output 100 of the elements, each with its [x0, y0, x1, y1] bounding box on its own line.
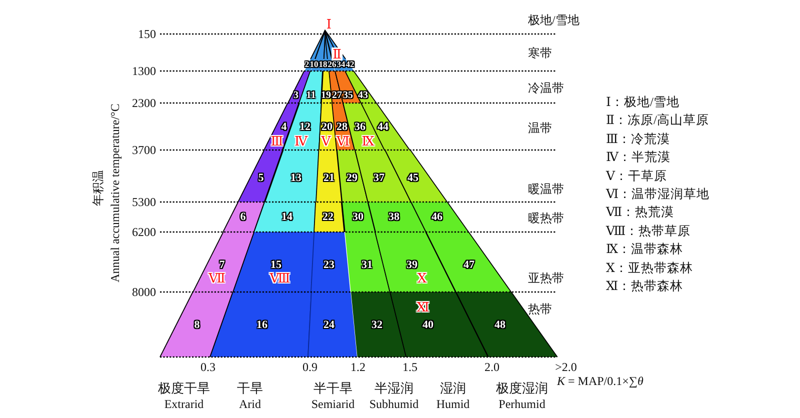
classification-cell: [252, 202, 318, 232]
cell-number: 12: [298, 121, 312, 133]
zone-numeral: Ⅲ: [270, 134, 284, 148]
cell-number: 7: [218, 259, 226, 271]
classification-cell: [344, 71, 378, 103]
cell-number: 3: [292, 90, 300, 100]
axis-tick-label: 1300: [132, 65, 156, 77]
cell-number: 16: [255, 319, 268, 331]
category-label: 湿润: [440, 382, 466, 394]
cell-number: 37: [372, 172, 386, 184]
cell-number: 15: [269, 259, 282, 271]
zone-numeral: Ⅳ: [294, 134, 308, 148]
category-label: Perhumid: [498, 398, 546, 410]
cell-number: 8: [193, 319, 201, 331]
cell-number: 5: [257, 172, 265, 184]
legend-entry: Ⅹ：亚热带森林: [606, 261, 693, 274]
cell-number: 39: [405, 259, 418, 271]
climate-zone-label: 温带: [528, 122, 552, 134]
cell-number: 22: [321, 211, 334, 223]
zone-numeral: Ⅸ: [362, 134, 374, 148]
category-label: Subhumid: [369, 398, 419, 410]
axis-tick-label: 1.5: [402, 361, 418, 373]
cell-number: 4: [280, 121, 288, 133]
category-label: Arid: [239, 398, 261, 410]
axis-tick-label: 0.3: [200, 361, 216, 373]
zone-numeral: Ⅷ: [270, 272, 290, 284]
cell-number: 14: [280, 211, 294, 223]
cell-number: 43: [356, 90, 369, 100]
classification-cell: [237, 150, 284, 202]
axis-title: 年积温: [92, 170, 104, 206]
classification-cell: [313, 202, 346, 232]
climate-zone-label: 极地/雪地: [528, 14, 580, 26]
category-label: 极度湿润: [496, 382, 548, 394]
classification-cell: [307, 292, 358, 357]
cell-number: 35: [342, 90, 354, 100]
category-label: Semiarid: [311, 398, 355, 410]
category-label: 极度干旱: [158, 382, 210, 394]
axis-tick-label: >2.0: [555, 361, 577, 373]
axis-tick-label: 8000: [132, 286, 156, 298]
climate-zone-label: 寒带: [528, 47, 552, 59]
cell-number: 20: [320, 121, 334, 133]
cell-number: 13: [289, 172, 302, 184]
cell-number: 11: [305, 90, 317, 100]
classification-cell: [310, 232, 352, 292]
legend-entry: Ⅷ：热带草原: [606, 224, 691, 238]
cell-number: 38: [387, 211, 400, 223]
axis-title: Annual accumulative temperature/°C: [109, 104, 121, 282]
category-label: 半湿润: [374, 382, 414, 394]
classification-cell: [350, 292, 407, 357]
legend-entry: Ⅸ：温带森林: [606, 242, 684, 256]
legend-entry: Ⅰ：极地/雪地: [606, 96, 680, 108]
legend-entry: Ⅵ：温带湿润草地: [606, 188, 710, 200]
cell-number: 48: [493, 319, 506, 331]
classification-cell: [264, 150, 320, 202]
classification-cell: [159, 292, 234, 357]
climate-zone-label: 亚热带: [528, 272, 564, 284]
zone-numeral: Ⅱ: [332, 48, 342, 60]
cell-number: 31: [360, 259, 374, 271]
climate-zone-label: 暖热带: [528, 212, 564, 224]
category-label: 干旱: [237, 382, 263, 394]
axis-tick-label: 2300: [132, 97, 156, 109]
axis-tick-label: 3700: [132, 144, 156, 156]
legend-entry: Ⅲ：冷荒漠: [606, 132, 670, 146]
cell-number: 6: [239, 211, 247, 223]
axis-tick-label: 1.2: [350, 361, 366, 373]
zone-numeral: Ⅰ: [326, 18, 332, 30]
zone-numeral: Ⅹ: [417, 272, 427, 284]
cell-number: 30: [351, 211, 364, 223]
cell-number: 32: [370, 319, 384, 331]
legend-entry: Ⅴ：干草原: [606, 169, 668, 182]
classification-cell: [410, 202, 470, 232]
classification-cell: [454, 292, 558, 357]
axis-tick-label: 150: [138, 28, 156, 40]
classification-cell: [384, 150, 448, 202]
cell-number: 29: [345, 172, 358, 184]
axis-tick-label: 6200: [132, 226, 156, 238]
cell-number: 47: [462, 259, 476, 271]
cell-number: 40: [421, 319, 434, 331]
cell-number: 28: [335, 121, 348, 133]
cell-number: 46: [430, 211, 444, 223]
cell-number: 26: [327, 60, 337, 70]
climate-zone-label: 暖温带: [528, 183, 564, 195]
cell-number: 24: [322, 319, 336, 331]
legend-entry: Ⅺ：热带森林: [606, 280, 684, 292]
legend-entry: Ⅱ：冻原/高山草原: [606, 114, 709, 127]
axis-tick-label: 5300: [132, 196, 156, 208]
formula-text: K = MAP/0.1×∑θ: [557, 375, 644, 387]
zone-numeral: Ⅺ: [416, 300, 430, 314]
category-label: 半干旱: [314, 382, 352, 394]
cell-number: 18: [318, 60, 328, 70]
cell-number: 36: [353, 121, 366, 133]
climate-zone-label: 冷温带: [528, 82, 564, 94]
zone-numeral: Ⅴ: [321, 134, 331, 148]
cell-number: 23: [322, 259, 336, 271]
axis-tick-label: 2.0: [484, 361, 500, 373]
axis-tick-label: 0.9: [302, 361, 318, 373]
classification-cell: [388, 292, 489, 357]
cell-number: 45: [406, 172, 420, 184]
cell-number: 44: [376, 121, 390, 133]
category-label: Humid: [436, 398, 470, 410]
